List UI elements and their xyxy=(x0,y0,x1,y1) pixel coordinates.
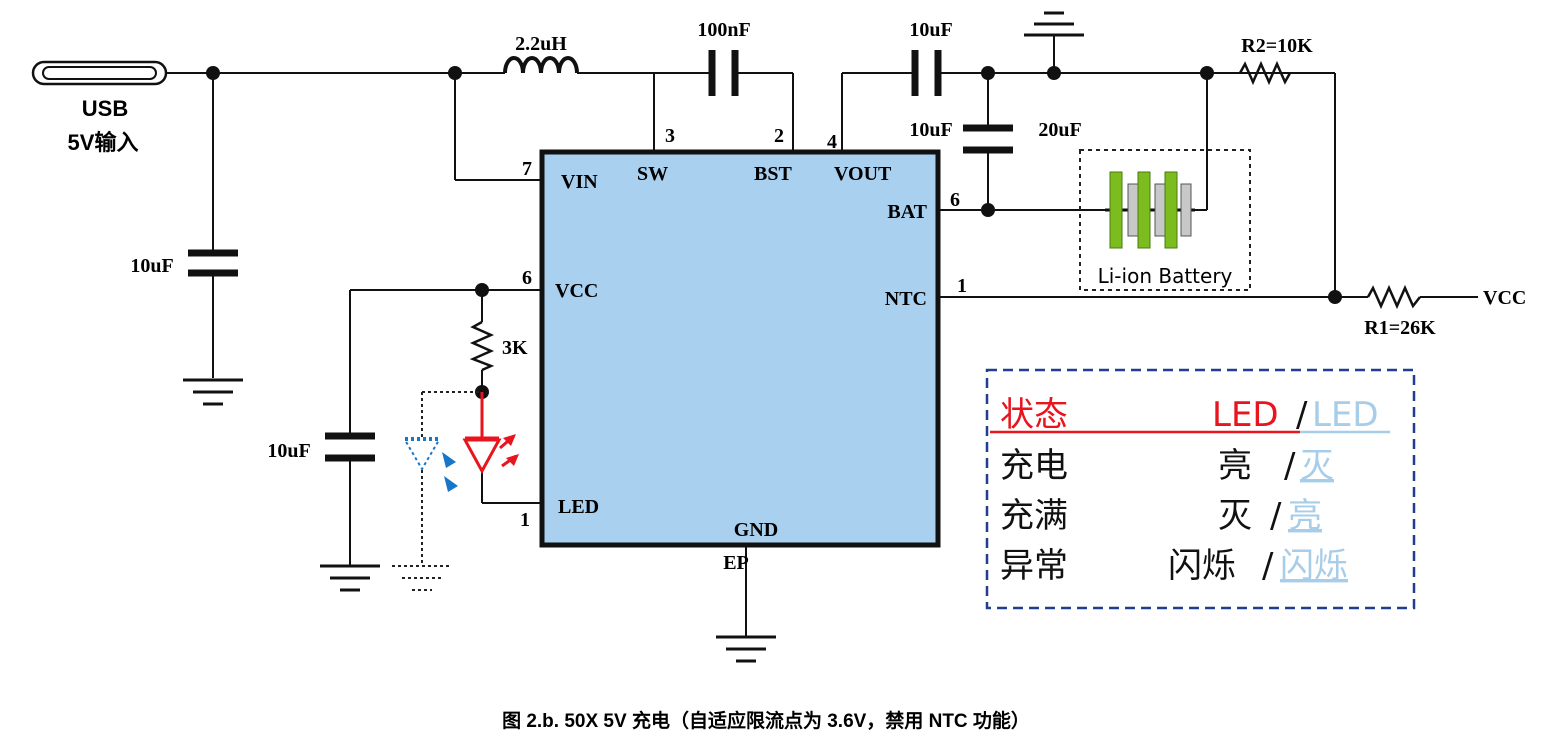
capacitor-vin-icon xyxy=(188,249,238,277)
table-row-led: 闪烁 xyxy=(1168,546,1236,586)
pin-vout-number: 4 xyxy=(827,131,837,153)
ground-icon xyxy=(1024,11,1084,37)
red-led-arrow-icon xyxy=(506,454,519,466)
capacitor-bat-icon xyxy=(963,124,1013,154)
table-row-slash: / xyxy=(1284,446,1296,486)
ground-icon xyxy=(716,635,776,663)
usb-connector-icon xyxy=(31,60,168,86)
pin-vcc-number: 6 xyxy=(522,267,532,289)
ground-icon xyxy=(183,378,243,406)
blue-led-arrow-icon xyxy=(444,476,458,492)
table-row-slash: / xyxy=(1262,546,1274,586)
inductor-icon xyxy=(503,56,579,74)
resistor-r1-icon xyxy=(1366,284,1421,310)
pin-bat-label: BAT xyxy=(887,201,927,223)
table-row-state: 充电 xyxy=(1000,446,1068,486)
pin-led-label: LED xyxy=(558,496,599,518)
table-row-alt: 亮 xyxy=(1288,496,1322,536)
table-header-slash: / xyxy=(1296,395,1308,435)
table-row-state: 异常 xyxy=(1000,546,1068,586)
blue-led-arrow-icon xyxy=(442,452,456,468)
inductor-label: 2.2uH xyxy=(515,33,567,55)
red-led-arrow-icon xyxy=(503,434,516,446)
alt-wiring xyxy=(392,391,482,591)
pin-vcc-label: VCC xyxy=(555,280,598,302)
pin-ep-label: EP xyxy=(723,552,749,574)
pin-led-number: 1 xyxy=(520,509,530,531)
resistor-led-icon xyxy=(469,320,495,372)
resistor-r2-icon xyxy=(1238,60,1292,86)
table-row-slash: / xyxy=(1270,496,1282,536)
pin-vout-label: VOUT xyxy=(834,163,892,185)
battery-label: Li-ion Battery xyxy=(1098,264,1233,288)
cap-vout-label: 10uF xyxy=(909,19,952,41)
pin-ntc-label: NTC xyxy=(885,288,927,310)
pin-bat-number: 6 xyxy=(950,189,960,211)
cap-bat-a-label: 10uF xyxy=(909,119,952,141)
r2-label: R2=10K xyxy=(1241,35,1313,57)
ground-icon xyxy=(320,564,380,592)
table-row-led: 亮 xyxy=(1218,446,1252,486)
cap-bat-b-label: 20uF xyxy=(1038,119,1081,141)
res-led-label: 3K xyxy=(502,337,528,359)
vcc-net-label: VCC xyxy=(1483,287,1526,309)
wires xyxy=(166,35,1478,636)
usb-label: USB xyxy=(82,96,128,121)
pin-vin-label: VIN xyxy=(561,171,598,193)
cap-vcc-label: 10uF xyxy=(267,440,310,462)
pin-sw-label: SW xyxy=(637,163,668,185)
cap-bst-label: 100nF xyxy=(697,19,750,41)
pin-sw-number: 3 xyxy=(665,125,675,147)
table-row-alt: 灭 xyxy=(1300,446,1334,486)
battery-box xyxy=(1079,149,1251,291)
r1-label: R1=26K xyxy=(1364,317,1436,339)
capacitor-vout-icon xyxy=(911,50,942,96)
pin-vin-number: 7 xyxy=(522,158,532,180)
status-table xyxy=(985,368,1416,610)
pin-ntc-number: 1 xyxy=(957,275,967,297)
table-row-alt: 闪烁 xyxy=(1280,546,1348,586)
battery-icon xyxy=(1105,171,1195,249)
table-header-led: LED xyxy=(1212,395,1279,435)
blue-led-icon xyxy=(403,437,441,471)
table-row-led: 灭 xyxy=(1218,496,1252,536)
pin-bst-number: 2 xyxy=(774,125,784,147)
usb-5v-input-label: 5V输入 xyxy=(68,130,139,155)
cap-vin-label: 10uF xyxy=(130,255,173,277)
table-header-led-alt: LED xyxy=(1312,395,1379,435)
pin-gnd-label: GND xyxy=(734,519,778,541)
junction-dots xyxy=(206,66,1342,399)
figure-caption: 图 2.b. 50X 5V 充电（自适应限流点为 3.6V，禁用 NTC 功能） xyxy=(502,709,1030,732)
table-row-state: 充满 xyxy=(1000,496,1068,536)
table-header-state: 状态 xyxy=(1000,395,1068,435)
capacitor-vcc-icon xyxy=(325,432,375,462)
pin-bst-label: BST xyxy=(754,163,792,185)
capacitor-bst-icon xyxy=(708,50,739,96)
charger-ic xyxy=(539,149,941,548)
